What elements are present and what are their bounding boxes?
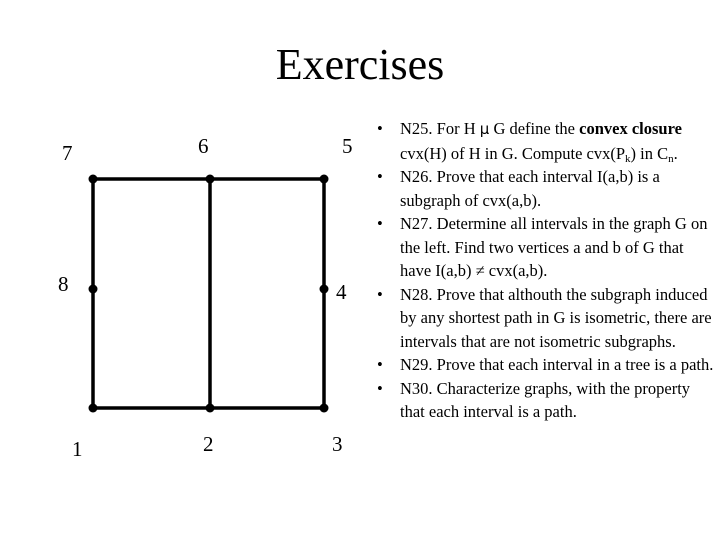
mu-symbol: µ	[479, 120, 490, 138]
convex-closure-term: convex closure	[579, 119, 682, 138]
graph-diagram: 7 6 5 8 4 1 2 3	[58, 134, 353, 461]
vertex-2	[205, 403, 215, 413]
vertex-label-5: 5	[342, 134, 353, 158]
vertex-5	[319, 174, 329, 184]
vertex-8	[88, 284, 98, 294]
vertex-1	[88, 403, 98, 413]
vertex-7	[88, 174, 98, 184]
exercise-n28: N28. Prove that althouth the subgraph in…	[373, 283, 718, 354]
exercise-n25: N25. For H µ G define the convex closure…	[373, 117, 718, 165]
vertex-label-7: 7	[62, 141, 73, 165]
exercise-n26: N26. Prove that each interval I(a,b) is …	[373, 165, 718, 212]
exercise-n29: N29. Prove that each interval in a tree …	[373, 353, 718, 377]
vertex-6	[205, 174, 215, 184]
vertex-label-8: 8	[58, 272, 69, 296]
vertex-3	[319, 403, 329, 413]
exercise-list: N25. For H µ G define the convex closure…	[373, 117, 718, 424]
vertex-label-3: 3	[332, 432, 343, 456]
vertex-4	[319, 284, 329, 294]
vertex-label-1: 1	[72, 437, 83, 461]
exercise-n27: N27. Determine all intervals in the grap…	[373, 212, 718, 283]
slide-title: Exercises	[275, 40, 445, 89]
vertex-label-2: 2	[203, 432, 214, 456]
vertex-label-4: 4	[336, 280, 347, 304]
vertex-label-6: 6	[198, 134, 209, 158]
exercise-n30: N30. Characterize graphs, with the prope…	[373, 377, 718, 424]
